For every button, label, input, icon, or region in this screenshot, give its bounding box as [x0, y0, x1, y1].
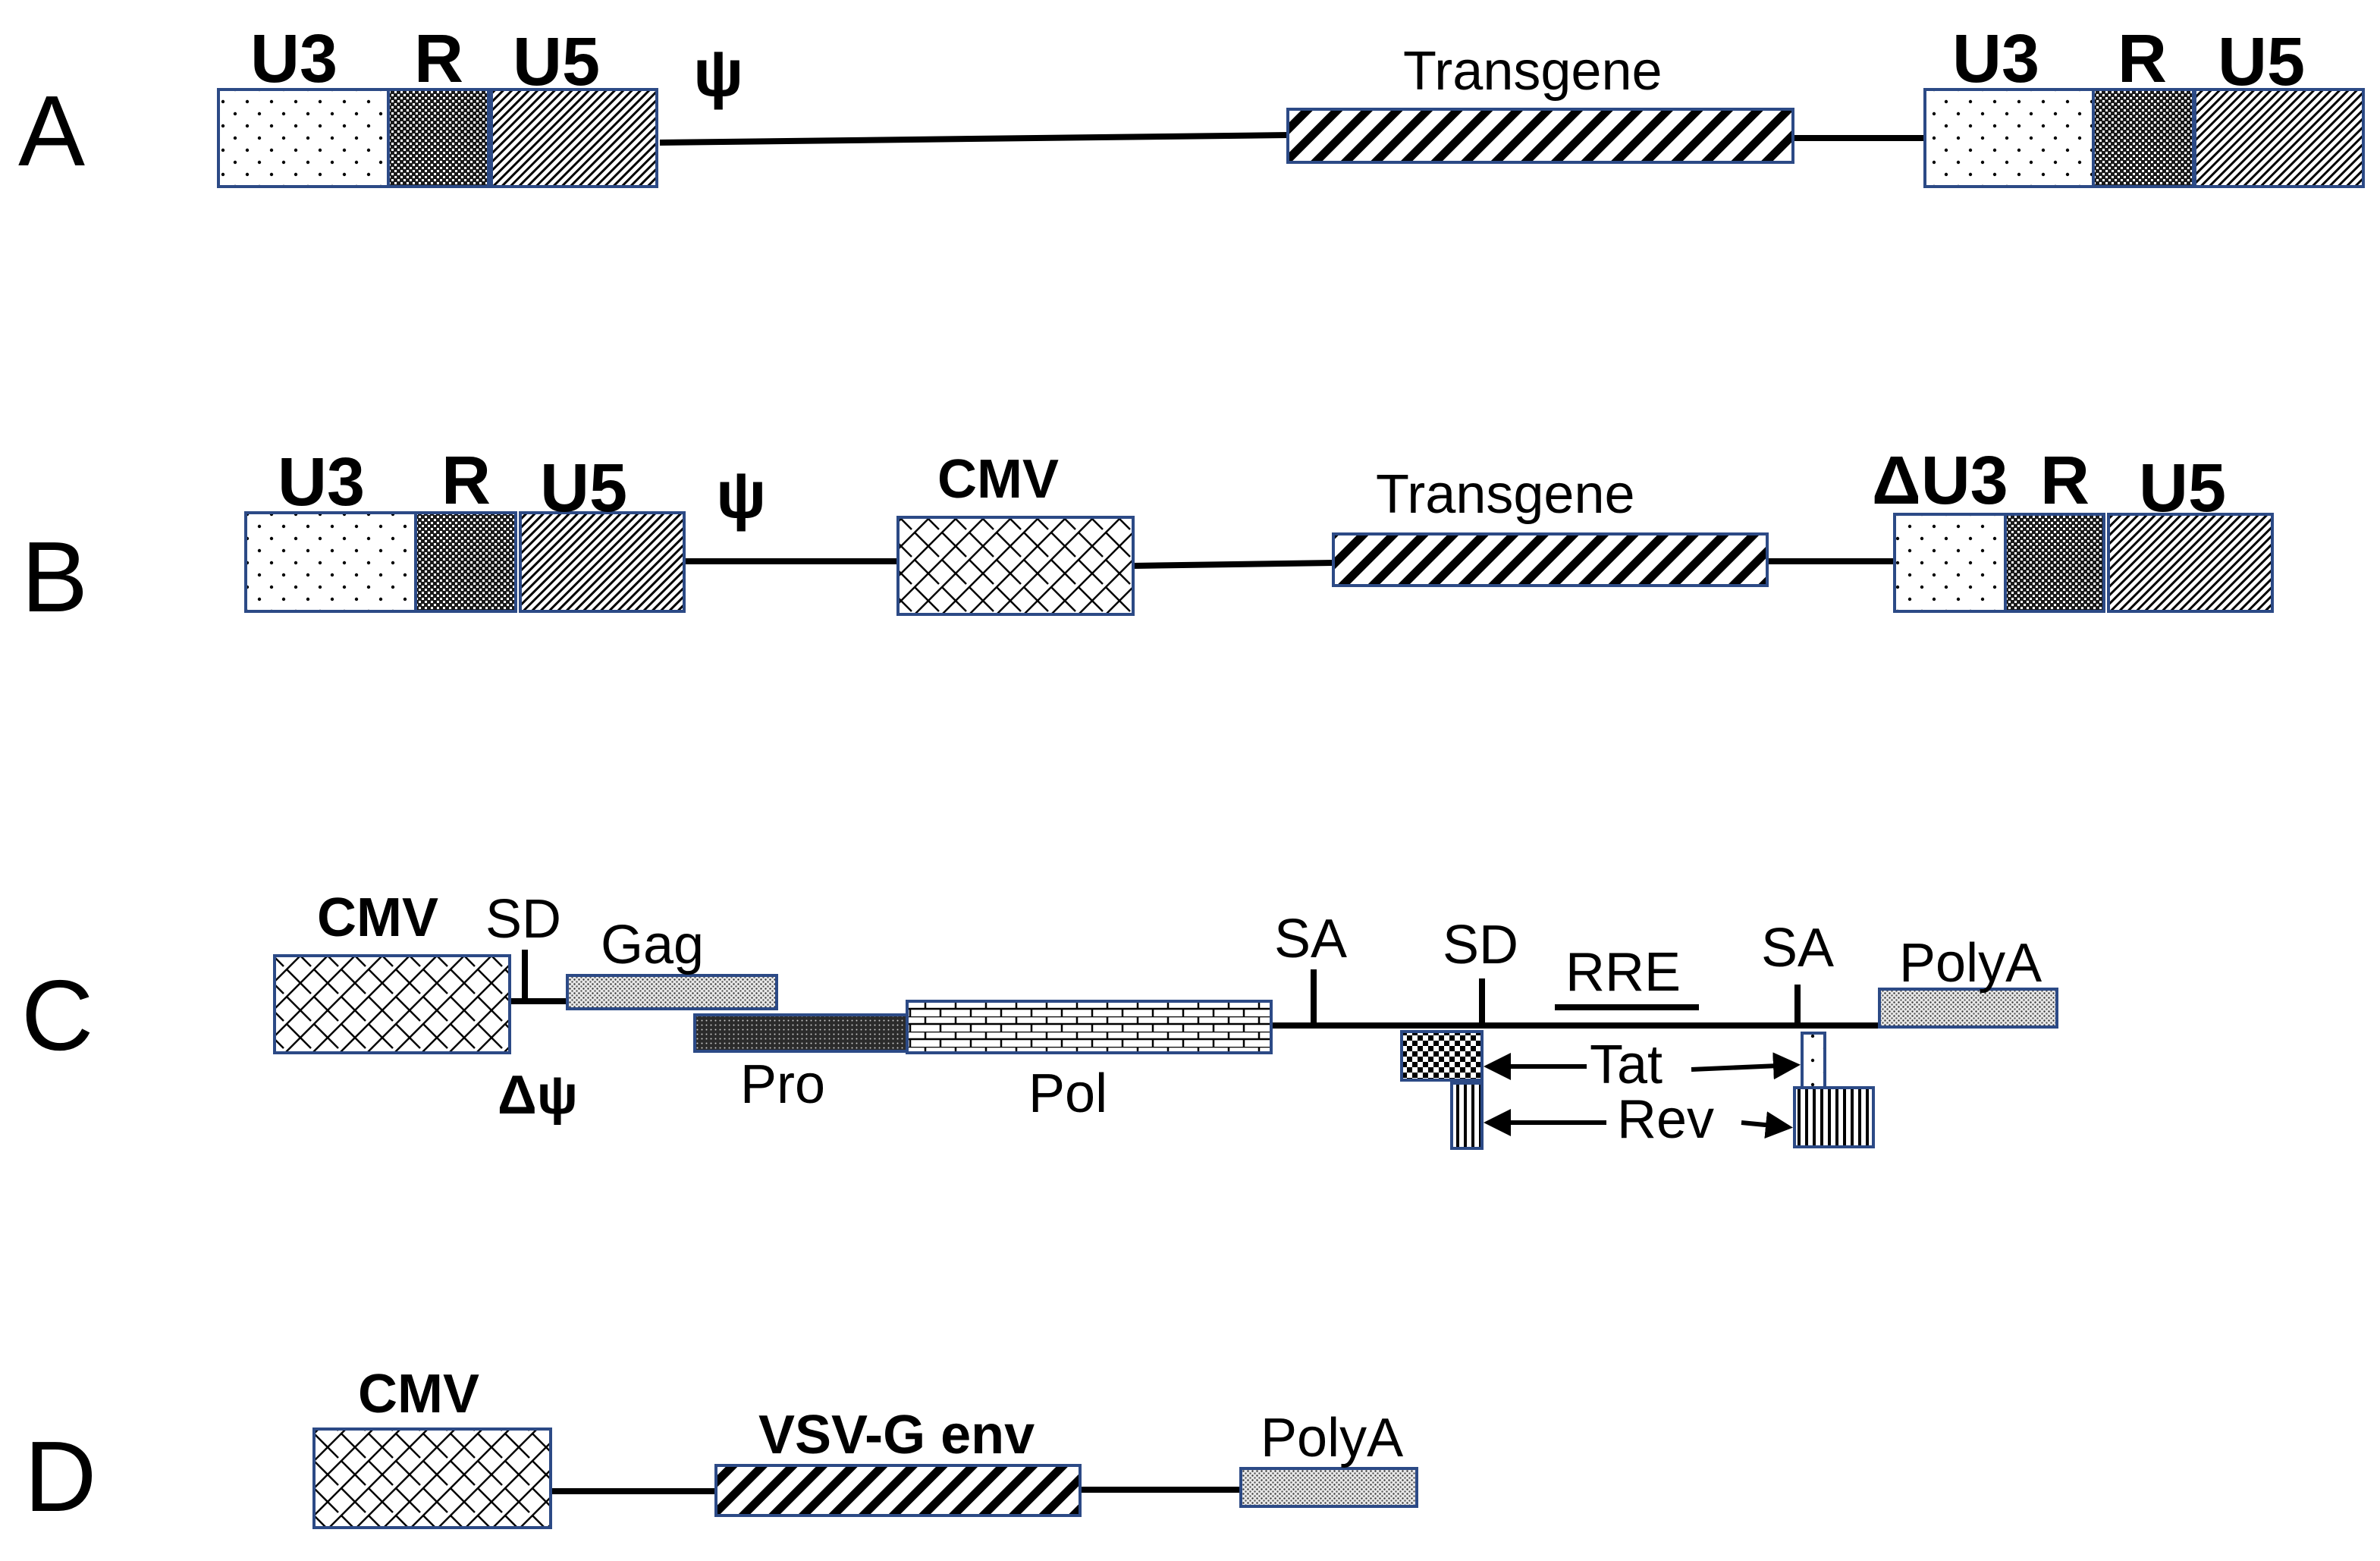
cmv-promoter-block	[312, 1428, 552, 1529]
u3-label: U3	[278, 444, 365, 520]
polya-label: PolyA	[1899, 933, 2042, 994]
delta-psi-label: Δψ	[498, 1065, 578, 1126]
u3-block	[244, 511, 417, 613]
psi-label: ψ	[693, 35, 743, 110]
rev-exon-1	[1450, 1082, 1484, 1150]
backbone-line	[1132, 560, 1334, 569]
sd-label: SD	[485, 889, 561, 950]
pol-block	[906, 1000, 1273, 1054]
row-b: B U3 R U5 ψ CMV Transgene ΔU3 R U5	[21, 443, 2274, 633]
cmv-label: CMV	[317, 887, 438, 948]
row-b-letter: B	[21, 521, 88, 633]
cmv-label: CMV	[358, 1364, 479, 1424]
tat-exon-2	[1801, 1032, 1826, 1097]
row-a-letter: A	[18, 75, 85, 187]
gag-block	[566, 974, 778, 1010]
sa-label: SA	[1761, 918, 1834, 978]
delta-u3-label: ΔU3	[1872, 443, 2008, 519]
tat-arrow-right	[1691, 1052, 1801, 1080]
pol-label: Pol	[1028, 1063, 1107, 1124]
transgene-block	[1286, 108, 1794, 164]
rev-label: Rev	[1617, 1089, 1714, 1150]
sd-label: SD	[1443, 915, 1518, 975]
u5-label: U5	[513, 24, 600, 100]
u5-block	[2193, 88, 2365, 188]
row-d-letter: D	[24, 1421, 96, 1532]
u5-block	[519, 511, 686, 613]
r-label: R	[2040, 443, 2090, 519]
r-block	[2004, 513, 2105, 613]
cmv-promoter-block	[273, 954, 511, 1054]
r-block	[387, 88, 490, 188]
r-label: R	[414, 21, 463, 97]
polya-block	[1878, 988, 2058, 1029]
u3-label: U3	[250, 21, 338, 97]
sa-label: SA	[1274, 909, 1347, 969]
env-label: VSV-G env	[758, 1405, 1035, 1465]
polya-block	[1239, 1467, 1418, 1508]
rev-exon-2	[1793, 1086, 1875, 1148]
tat-exon-1	[1400, 1030, 1484, 1082]
transgene-label: Transgene	[1403, 41, 1663, 102]
cmv-label: CMV	[937, 449, 1059, 510]
u5-block	[490, 88, 658, 188]
vsv-g-env-block	[714, 1464, 1082, 1517]
u3-label: U3	[1952, 21, 2039, 97]
u5-label: U5	[540, 451, 627, 526]
row-a: A U3 R U5 ψ Transgene U3 R U5	[18, 21, 2365, 188]
r-block	[2092, 88, 2195, 188]
backbone-line	[659, 132, 1290, 146]
u3-block	[1923, 88, 2095, 188]
row-d: D CMV VSV-G env PolyA	[24, 1364, 1418, 1532]
u5-label: U5	[2139, 451, 2226, 526]
polya-label: PolyA	[1261, 1408, 1403, 1468]
delta-u3-block	[1893, 513, 2007, 613]
pro-block	[693, 1013, 909, 1053]
psi-label: ψ	[716, 457, 766, 532]
u3-block	[217, 88, 390, 188]
gag-label: Gag	[601, 915, 704, 975]
transgene-label: Transgene	[1376, 464, 1635, 525]
row-c-letter: C	[21, 960, 93, 1071]
row-c: C CMV SD Δψ Gag Pro Pol SA	[21, 887, 2058, 1150]
r-block	[414, 511, 517, 613]
r-label: R	[441, 443, 491, 519]
rev-arrow-right	[1741, 1111, 1793, 1139]
cmv-promoter-block	[896, 516, 1135, 616]
u5-block	[2107, 513, 2274, 613]
r-label: R	[2118, 21, 2167, 97]
pro-label: Pro	[740, 1054, 825, 1115]
rre-label: RRE	[1565, 942, 1681, 1003]
transgene-block	[1332, 532, 1769, 587]
u5-label: U5	[2218, 24, 2305, 100]
tat-label: Tat	[1590, 1035, 1663, 1095]
